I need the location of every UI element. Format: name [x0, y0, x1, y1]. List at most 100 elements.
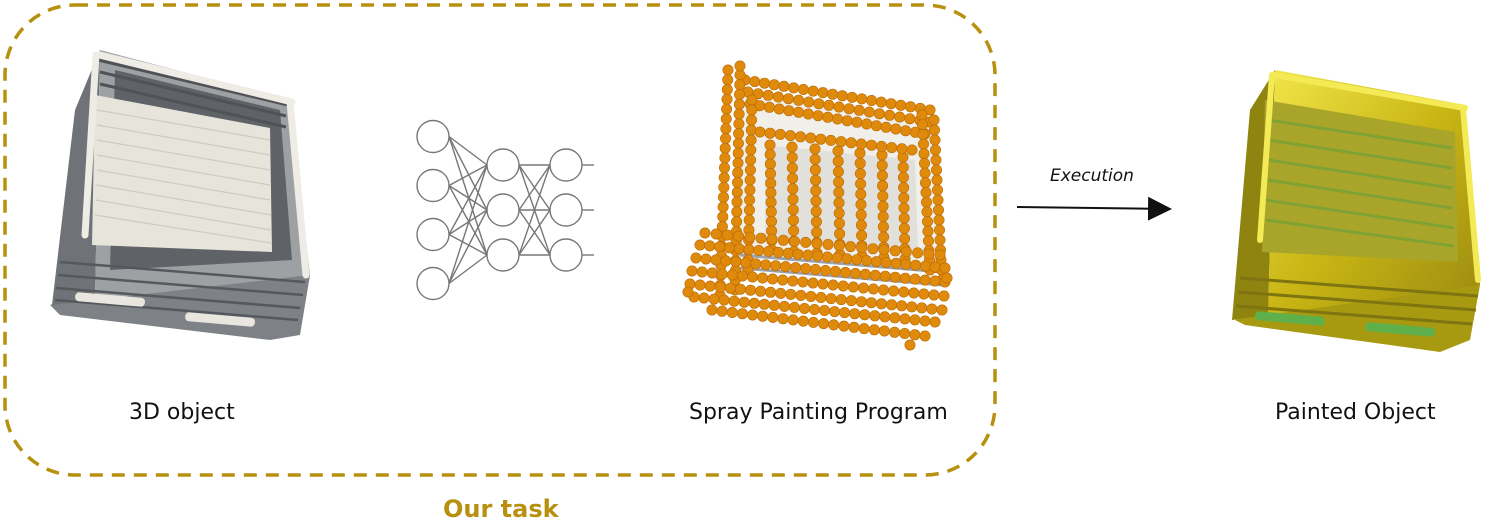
spray-point: [910, 259, 922, 271]
spray-point: [787, 193, 799, 205]
spray-point: [900, 258, 912, 270]
spray-point: [731, 177, 743, 189]
spray-point: [866, 95, 878, 107]
spray-point: [838, 320, 850, 332]
spray-point: [706, 267, 718, 279]
spray-point: [906, 301, 918, 313]
spray-point: [845, 137, 857, 149]
spray-point: [916, 119, 928, 131]
spray-point: [817, 278, 829, 290]
spray-point: [822, 239, 834, 251]
spray-point: [724, 282, 736, 294]
spray-point: [764, 168, 776, 180]
spray-point: [933, 214, 945, 226]
spray-point: [764, 158, 776, 170]
spray-point: [817, 87, 829, 99]
spray-point: [867, 283, 879, 295]
spray-point: [733, 243, 745, 255]
spray-point: [758, 77, 770, 89]
spray-point: [805, 132, 817, 144]
spray-point: [855, 219, 867, 231]
spray-point: [815, 291, 827, 303]
spray-point: [778, 80, 790, 92]
spray-point: [877, 211, 889, 223]
spray-point: [929, 261, 941, 273]
spray-point: [837, 280, 849, 292]
spray-point: [765, 177, 777, 189]
spray-point: [757, 310, 769, 322]
spray-point: [749, 76, 761, 88]
spray-point: [908, 287, 920, 299]
spray-point: [733, 98, 745, 110]
spray-point: [708, 293, 720, 305]
spray-point: [833, 207, 845, 219]
spray-point: [754, 126, 766, 138]
spray-point: [736, 308, 748, 320]
spray-point: [766, 233, 778, 245]
spray-point: [787, 275, 799, 287]
nn-node: [549, 148, 583, 182]
spray-point: [758, 298, 770, 310]
spray-point: [929, 134, 941, 146]
spray-point: [764, 127, 776, 139]
spray-point: [718, 294, 730, 306]
spray-point: [732, 137, 744, 149]
spray-point: [895, 99, 907, 111]
spray-point: [877, 180, 889, 192]
nn-node: [549, 238, 583, 272]
spray-point: [849, 267, 861, 279]
spray-point: [745, 154, 757, 166]
spray-point: [829, 306, 841, 318]
spray-point: [904, 101, 916, 113]
spray-point: [863, 106, 875, 118]
spray-point: [716, 268, 728, 280]
spray-point: [704, 280, 716, 292]
spray-point: [846, 91, 858, 103]
spray-point: [744, 194, 756, 206]
spray-point: [783, 105, 795, 117]
spray-point: [821, 251, 833, 263]
spray-point: [786, 151, 798, 163]
spray-point: [896, 300, 908, 312]
spray-point: [898, 182, 910, 194]
spray-point: [812, 110, 824, 122]
spray-point: [763, 245, 775, 257]
spray-point: [841, 253, 853, 265]
neural-network-icon: [416, 119, 594, 301]
nn-node: [486, 148, 520, 182]
spray-point: [867, 243, 879, 255]
spray-point: [721, 103, 733, 115]
spray-point: [876, 170, 888, 182]
spray-point: [848, 321, 860, 333]
spray-point: [920, 196, 932, 208]
spray-point: [857, 282, 869, 294]
spray-point: [792, 248, 804, 260]
spray-point: [810, 185, 822, 197]
spray-point: [928, 114, 940, 126]
spray-point: [714, 281, 726, 293]
spray-point: [782, 93, 794, 105]
spray-point: [878, 325, 890, 337]
spray-point: [918, 288, 930, 300]
spray-point: [720, 133, 732, 145]
spray-point: [917, 138, 929, 150]
task-label: Our task: [443, 495, 559, 523]
spray-point: [859, 268, 871, 280]
spray-point: [855, 296, 867, 308]
spray-point: [825, 134, 837, 146]
spray-point: [818, 318, 830, 330]
spray-point: [884, 109, 896, 121]
spray-point: [733, 118, 745, 130]
spray-point: [854, 147, 866, 159]
spray-point: [765, 286, 777, 298]
spray-point: [835, 136, 847, 148]
spray-point: [812, 250, 824, 262]
spray-point: [763, 101, 775, 113]
spray-point: [777, 274, 789, 286]
spray-point: [897, 161, 909, 173]
spray-point: [868, 324, 880, 336]
nn-node: [486, 193, 520, 227]
spray-point: [916, 302, 928, 314]
spray-point: [932, 204, 944, 216]
